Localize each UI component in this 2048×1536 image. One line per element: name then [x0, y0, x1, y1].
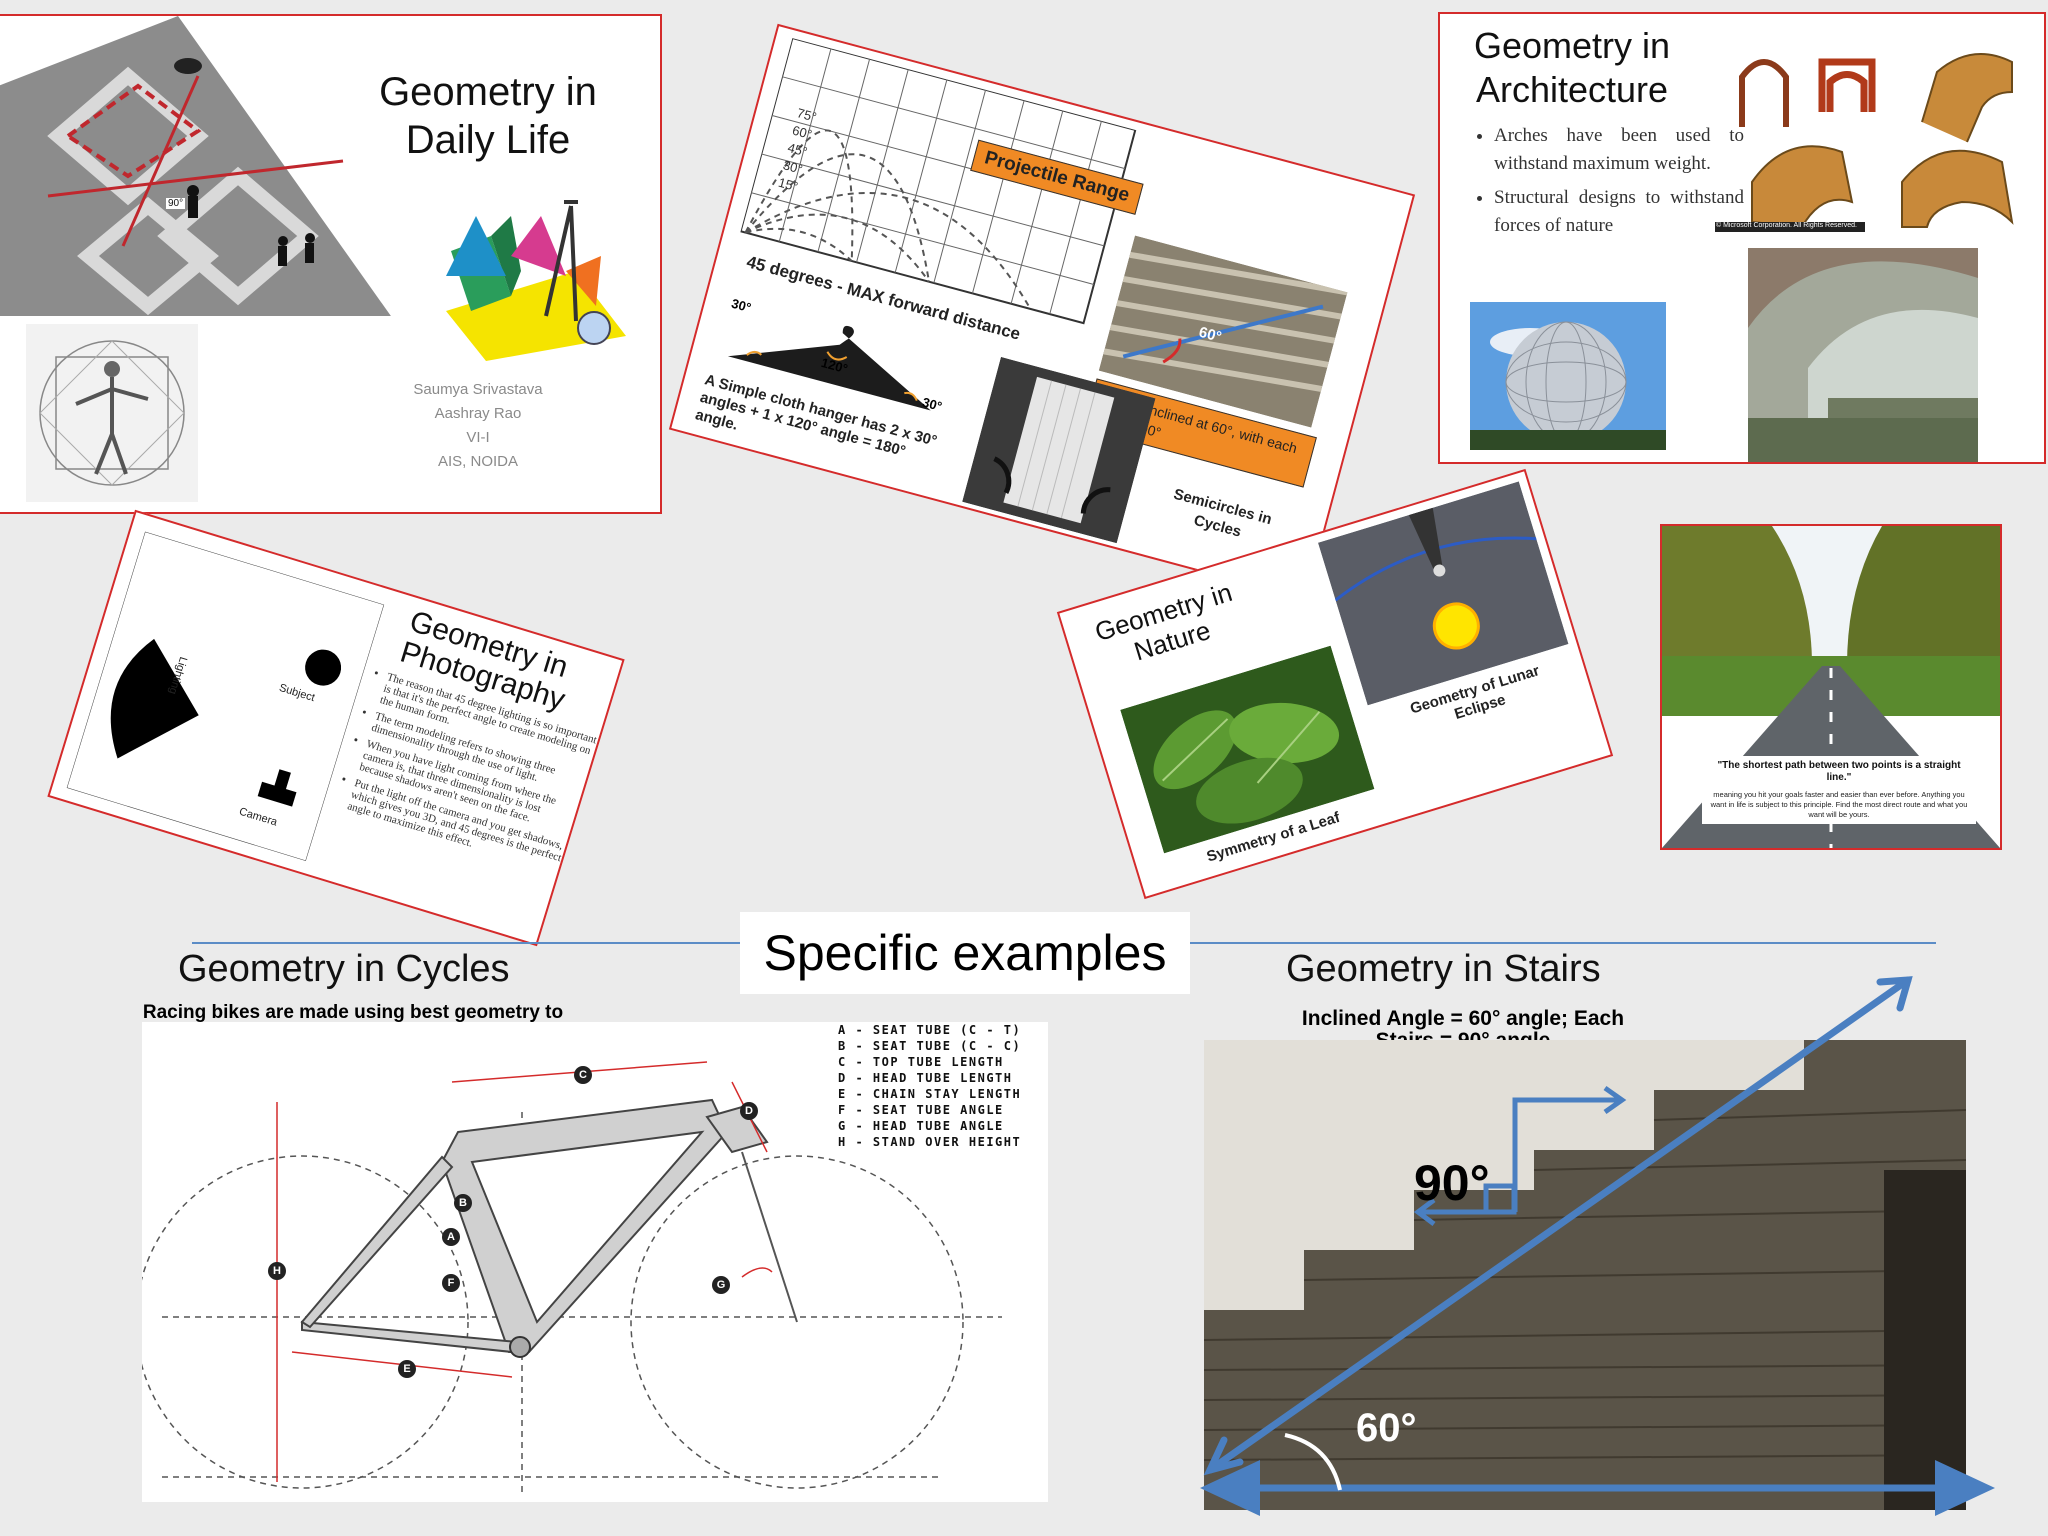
section-title: Specific examples	[763, 925, 1167, 981]
marker-a: A	[442, 1228, 460, 1246]
stairs-photo	[1098, 235, 1348, 428]
stairs-title: Geometry in Stairs	[1286, 948, 1601, 990]
author-2: Aashray Rao	[434, 405, 522, 422]
legend-f: F - SEAT TUBE ANGLE	[838, 1103, 1004, 1117]
stairs-angle-arrows	[1200, 976, 1995, 1516]
shapes-illustration	[446, 200, 626, 361]
angle-label: 90°	[166, 198, 186, 209]
slide-title: Geometry in Nature	[1091, 576, 1236, 667]
angle-90-label: 90°	[1414, 1155, 1490, 1211]
stairs-subtitle-line-1: Inclined Angle = 60° angle; Each	[1301, 1007, 1625, 1030]
architecture-bullet-2: Structural designs to withstand forces o…	[1494, 184, 1744, 240]
slide-road: "The shortest path between two points is…	[1660, 524, 2002, 850]
slide-photography: Lighting Subject Camera Geometry in Phot…	[47, 509, 625, 947]
marker-h: H	[268, 1262, 286, 1280]
quote-box: "The shortest path between two points is…	[1702, 756, 1976, 824]
legend-a: A - SEAT TUBE (C - T)	[838, 1023, 1022, 1037]
slide-nature: Geometry in Nature Symmetry of a Leaf Ge…	[1056, 468, 1614, 900]
marker-e: E	[398, 1360, 416, 1378]
marker-c: C	[574, 1066, 592, 1084]
architecture-bullets: Arches have been used to withstand maxim…	[1446, 122, 1744, 240]
leaf-photo	[1120, 645, 1375, 854]
slide-architecture: Geometry in Architecture Arches have bee…	[1438, 12, 2046, 464]
projectile-grid	[739, 38, 1137, 325]
arch-diagrams	[1715, 53, 2014, 232]
bike-geometry-diagram	[142, 1061, 1002, 1492]
doorway-photo	[962, 356, 1156, 544]
section-title-box: Specific examples	[740, 912, 1190, 994]
author-list: Saumya Srivastava Aashray Rao VI-I AIS, …	[378, 378, 578, 474]
slide-title: Geometry in Architecture	[1473, 25, 1671, 110]
hanger-illustration	[727, 325, 931, 411]
epcot-sphere-photo	[1470, 302, 1666, 450]
plaza-photo	[0, 16, 391, 316]
legend-g: G - HEAD TUBE ANGLE	[838, 1119, 1004, 1133]
slide-projectile: 75° 60° 45° 30° 15° Projectile Range 45 …	[668, 23, 1416, 601]
copyright-note: © Microsoft Corporation. All Rights Rese…	[1716, 222, 1857, 229]
author-1: Saumya Srivastava	[413, 381, 543, 398]
road-quote-body: meaning you hit your goals faster and ea…	[1710, 790, 1968, 819]
marker-b: B	[454, 1194, 472, 1212]
bike-diagram-panel: C D B A F H G E A - SEAT TUBE (C - T) B …	[142, 1022, 1048, 1502]
bike-legend: A - SEAT TUBE (C - T) B - SEAT TUBE (C -…	[838, 1022, 1021, 1150]
legend-b: B - SEAT TUBE (C - C)	[838, 1039, 1022, 1053]
road-quote: "The shortest path between two points is…	[1717, 760, 1961, 783]
semicircle-caption: Semicircles in Cycles	[1171, 485, 1274, 541]
marker-f: F	[442, 1274, 460, 1292]
marker-g: G	[712, 1276, 730, 1294]
cycles-title: Geometry in Cycles	[178, 948, 510, 990]
legend-h: H - STAND OVER HEIGHT	[838, 1135, 1022, 1149]
legend-e: E - CHAIN STAY LENGTH	[838, 1087, 1022, 1101]
slide-daily-life: 90° Geometry in Daily Life Saumya Srivas…	[0, 14, 662, 514]
lighting-diagram	[66, 531, 385, 861]
marker-d: D	[740, 1102, 758, 1120]
legend-c: C - TOP TUBE LENGTH	[838, 1055, 1004, 1069]
architecture-bullet-1: Arches have been used to withstand maxim…	[1494, 122, 1744, 178]
author-school: AIS, NOIDA	[437, 453, 519, 470]
slide-title: Geometry in Daily Life	[379, 70, 597, 162]
stone-stairs-photo	[1204, 1040, 1966, 1510]
author-class: VI-I	[466, 429, 490, 446]
angle-60-label: 60°	[1356, 1406, 1417, 1450]
lunar-eclipse-diagram	[1317, 481, 1569, 706]
legend-d: D - HEAD TUBE LENGTH	[838, 1071, 1013, 1085]
vitruvian-figure	[26, 324, 198, 502]
bridge-arch-photo	[1748, 248, 1978, 462]
